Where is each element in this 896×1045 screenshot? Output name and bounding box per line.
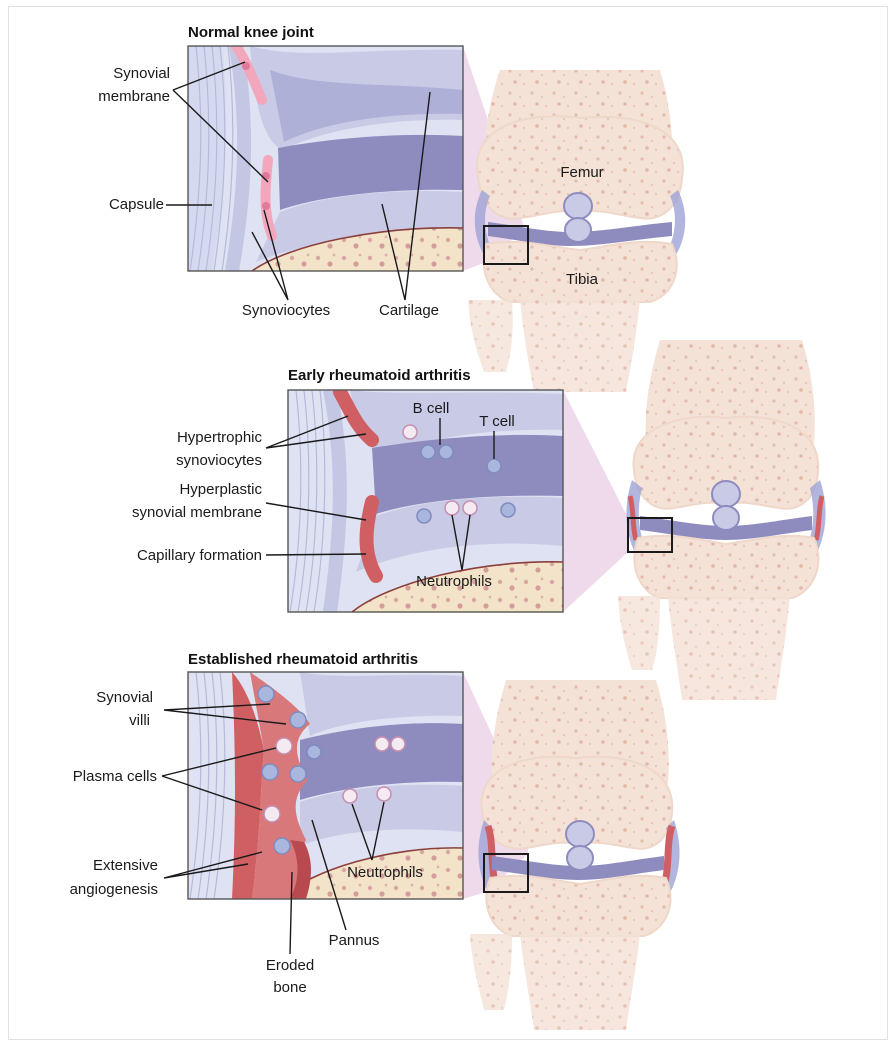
- panel-title-early: Early rheumatoid arthritis: [288, 367, 471, 384]
- label-hypertrophic-2: synoviocytes: [176, 452, 262, 469]
- zoom-projection: [563, 390, 628, 612]
- femur-label: Femur: [560, 164, 603, 181]
- inset-early: Early rheumatoid arthritis Hypertrophic …: [132, 367, 563, 612]
- knee-established: [463, 672, 680, 1030]
- tibia-head: [486, 876, 670, 936]
- label-angiogenesis-2: angiogenesis: [70, 881, 158, 898]
- leader-capillary: [266, 554, 366, 555]
- tibia-head: [634, 536, 818, 598]
- label-cartilage: Cartilage: [379, 302, 439, 319]
- label-synovial-membrane-1: Synovial: [113, 65, 170, 82]
- label-neutrophils-established: Neutrophils: [347, 864, 423, 881]
- inset-established: Established rheumatoid arthritis Synovia…: [70, 651, 463, 996]
- tibia-shaft: [520, 300, 640, 392]
- fibula: [618, 596, 660, 670]
- panel-title-normal: Normal knee joint: [188, 24, 314, 41]
- label-synoviocytes: Synoviocytes: [242, 302, 330, 319]
- label-hyperplastic-2: synovial membrane: [132, 504, 262, 521]
- meniscus-bottom: [567, 846, 593, 870]
- label-synovial-villi-1: Synovial: [96, 689, 153, 706]
- label-capillary-formation: Capillary formation: [137, 547, 262, 564]
- label-hypertrophic-1: Hypertrophic: [177, 429, 263, 446]
- label-neutrophils-early: Neutrophils: [416, 573, 492, 590]
- meniscus-bottom: [713, 506, 739, 530]
- label-t-cell: T cell: [479, 413, 515, 430]
- inset-normal: Normal knee joint Synovial membrane Caps…: [98, 24, 463, 319]
- fibula: [470, 934, 512, 1010]
- meniscus-top: [564, 193, 592, 219]
- tibia-shaft: [668, 596, 790, 700]
- label-synovial-membrane-2: membrane: [98, 88, 170, 105]
- meniscus-bottom: [565, 218, 591, 242]
- meniscus-top: [566, 821, 594, 847]
- label-eroded-1: Eroded: [266, 957, 314, 974]
- knee-normal: Femur Tibia: [463, 46, 685, 392]
- label-angiogenesis-1: Extensive: [93, 857, 158, 874]
- meniscus-top: [712, 481, 740, 507]
- label-eroded-2: bone: [273, 979, 306, 996]
- label-hyperplastic-1: Hyperplastic: [179, 481, 262, 498]
- fibula: [468, 300, 513, 372]
- label-capsule: Capsule: [109, 196, 164, 213]
- label-plasma-cells: Plasma cells: [73, 768, 157, 785]
- tibia-label: Tibia: [566, 271, 599, 288]
- label-b-cell: B cell: [413, 400, 450, 417]
- tibia-shaft: [520, 934, 640, 1030]
- panel-title-established: Established rheumatoid arthritis: [188, 651, 418, 668]
- label-synovial-villi-2: villi: [129, 712, 150, 729]
- knee-early: [563, 340, 826, 700]
- label-pannus: Pannus: [329, 932, 380, 949]
